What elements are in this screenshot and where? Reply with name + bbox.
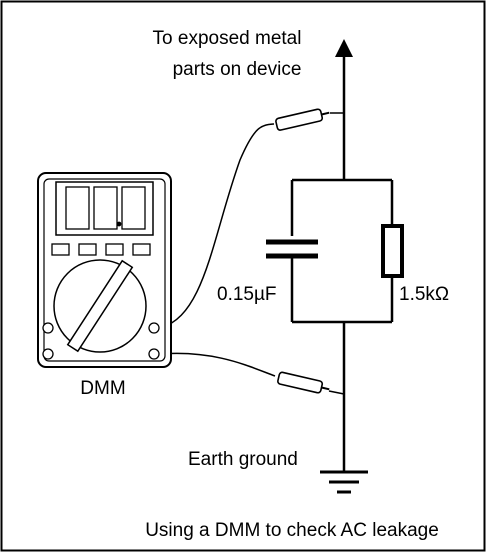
dmm-jack-bottom-right [148, 348, 160, 360]
dmm-button-3 [105, 243, 124, 256]
dmm-button-4 [132, 243, 151, 256]
dmm-label: DMM [80, 378, 125, 399]
dmm-jack-top-right [148, 322, 160, 334]
ground-label: Earth ground [188, 449, 298, 470]
caption: Using a DMM to check AC leakage [145, 520, 439, 541]
capacitor-symbol [266, 236, 318, 259]
lower-probe [159, 352, 345, 395]
dmm-jack-top-left [42, 322, 54, 334]
dmm-meter [37, 172, 172, 368]
resistor-label: 1.5kΩ [399, 284, 449, 305]
arrow-up-icon [335, 39, 353, 57]
resistor-symbol [381, 224, 404, 278]
dmm-display [55, 181, 154, 236]
top-label-line1: To exposed metal [153, 28, 302, 49]
earth-ground-icon [320, 470, 368, 494]
upper-probe [159, 108, 344, 329]
dmm-jack-bottom-left [42, 348, 54, 360]
dmm-button-2 [78, 243, 97, 256]
dmm-button-1 [51, 243, 70, 256]
top-label-line2: parts on device [173, 59, 302, 80]
capacitor-label: 0.15µF [217, 284, 277, 305]
